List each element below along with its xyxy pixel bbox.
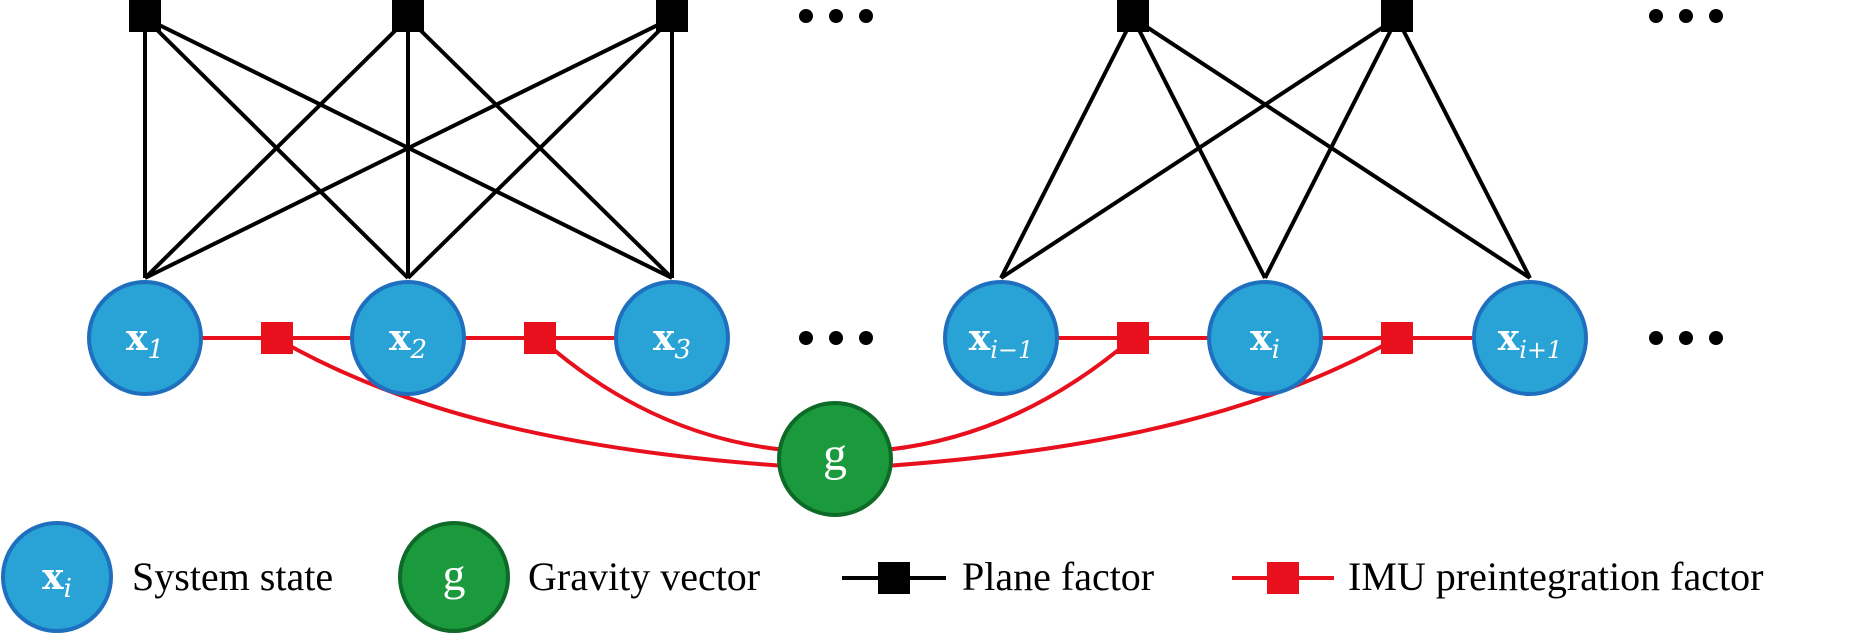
state-node-x1: x1	[87, 280, 203, 396]
plane-factor	[1381, 0, 1413, 32]
legend-plane-factor: Plane factor	[842, 554, 1154, 599]
state-node-x3: x3	[614, 280, 730, 396]
svg-text:xi: xi	[1250, 317, 1280, 365]
state-node-xi: xi	[1207, 280, 1323, 396]
state-node-xi-minus-1: xi−1	[943, 280, 1059, 396]
svg-text:x2: x2	[389, 317, 427, 365]
svg-text:g: g	[443, 549, 466, 600]
svg-text:g: g	[823, 428, 847, 481]
imu-factor	[1381, 322, 1413, 354]
imu-gravity-edge	[538, 336, 786, 452]
legend-plane-factor-label: Plane factor	[962, 554, 1154, 599]
plane-edge	[144, 16, 673, 280]
imu-gravity-edge	[884, 336, 1135, 452]
imu-factor	[524, 322, 556, 354]
plane-edge	[406, 16, 674, 280]
legend: xi System state g Gravity vector Plane f…	[1, 521, 1763, 633]
plane-factor	[1117, 0, 1149, 32]
svg-text:x3: x3	[653, 317, 691, 365]
plane-edge	[143, 16, 410, 280]
svg-text:xi: xi	[42, 556, 72, 604]
svg-text:xi−1: xi−1	[969, 317, 1034, 364]
legend-system-state: xi System state	[1, 521, 333, 633]
imu-factor	[261, 322, 293, 354]
imu-gravity-edge	[884, 336, 1398, 468]
legend-gravity-vector: g Gravity vector	[398, 521, 760, 633]
plane-edge	[999, 16, 1399, 280]
top-ellipsis-right	[1649, 9, 1723, 23]
top-ellipsis-left	[799, 9, 873, 23]
legend-gravity-vector-label: Gravity vector	[528, 554, 760, 599]
plane-factors	[129, 0, 1413, 32]
plane-factor-edges	[143, 16, 1532, 280]
plane-factor	[656, 0, 688, 32]
state-node-xi-plus-1: xi+1	[1472, 280, 1588, 396]
plane-edge	[1395, 17, 1532, 279]
imu-factor	[1117, 322, 1149, 354]
plane-factor	[129, 0, 161, 32]
state-node-x2: x2	[350, 280, 466, 396]
legend-system-state-label: System state	[132, 554, 333, 599]
plane-edge	[1263, 17, 1399, 279]
middle-ellipsis-right	[1649, 331, 1723, 345]
svg-text:x1: x1	[126, 317, 164, 365]
legend-imu-factor: IMU preintegration factor	[1232, 554, 1763, 599]
plane-factor	[392, 0, 424, 32]
imu-gravity-edge	[274, 336, 786, 468]
gravity-node: g	[777, 401, 893, 517]
plane-edge	[999, 17, 1135, 279]
middle-ellipsis-left	[799, 331, 873, 345]
legend-imu-factor-label: IMU preintegration factor	[1348, 554, 1763, 599]
svg-text:xi+1: xi+1	[1498, 317, 1563, 364]
imu-factors	[261, 322, 1413, 354]
